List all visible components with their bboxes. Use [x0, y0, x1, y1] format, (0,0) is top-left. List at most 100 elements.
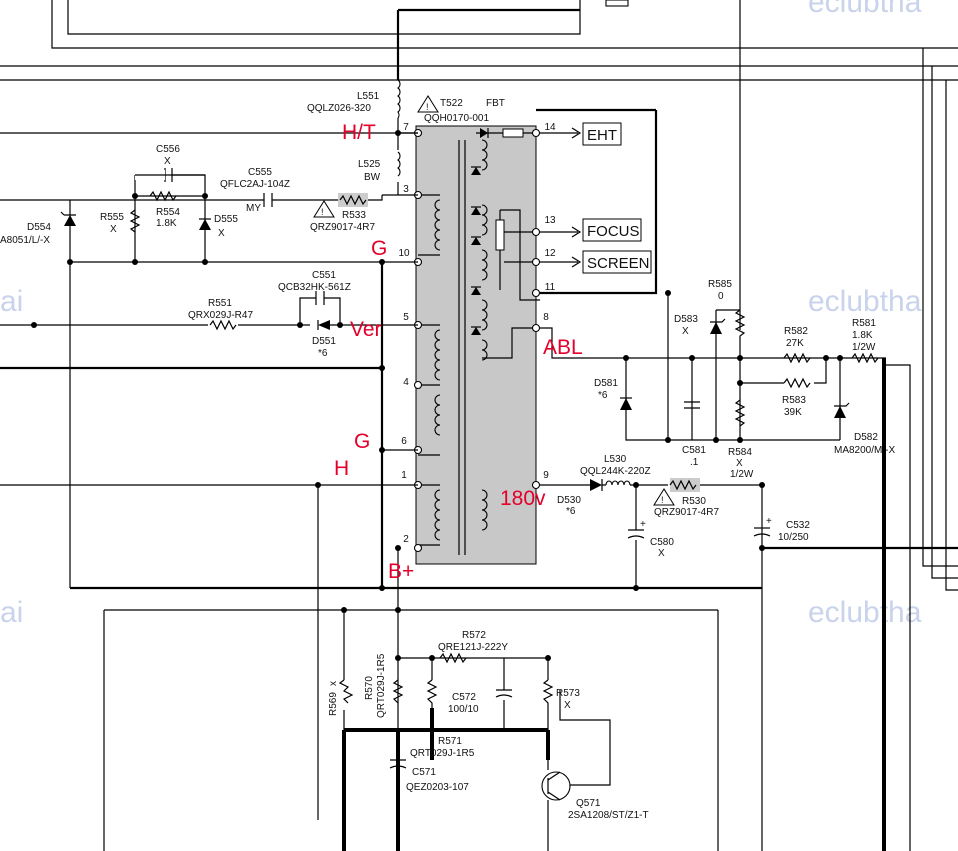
r554-ref: R554 — [156, 207, 180, 218]
r533-value: QRZ9017-4R7 — [310, 222, 375, 233]
top-wires — [0, 0, 958, 591]
svg-text:9: 9 — [543, 470, 549, 481]
c572-ref: C572 — [452, 692, 476, 703]
r584-ref: R584 — [728, 447, 752, 458]
d582-value: MA8200/M/-X — [834, 445, 895, 456]
c556-ref: C556 — [156, 144, 180, 155]
svg-text:8: 8 — [543, 312, 549, 323]
l525-ref: L525 — [358, 159, 381, 170]
r572-value: QRE121J-222Y — [438, 642, 508, 653]
svg-text:6: 6 — [401, 436, 407, 447]
svg-text:+: + — [640, 519, 646, 530]
r583-ref: R583 — [782, 395, 806, 406]
c571-ref: C571 — [412, 767, 436, 778]
watermark-right-2: eclubtha — [808, 596, 922, 629]
q571-ref: Q571 — [576, 798, 601, 809]
outputs: EHT FOCUS SCREEN — [540, 122, 652, 274]
annotations: H/T G Ver ABL G H 180v B+ — [334, 121, 583, 583]
watermark-right-1: eclubtha — [808, 285, 922, 318]
annotation-g-bottom: G — [354, 430, 370, 453]
t522-ref: T522 — [440, 98, 463, 109]
svg-text:1: 1 — [401, 470, 407, 481]
c532-value: 10/250 — [778, 532, 809, 543]
svg-text:5: 5 — [403, 312, 409, 323]
l525-value: BW — [364, 172, 381, 183]
transformer-pins: 7 3 10 5 4 6 1 2 14 13 12 11 8 9 — [398, 122, 556, 553]
r530-ref: R530 — [682, 496, 706, 507]
supply-180v: D530 *6 L530 QQL244K-220Z ! R530 QRZ9017… — [540, 454, 958, 851]
svg-text:12: 12 — [544, 248, 556, 259]
c532-ref: C532 — [786, 520, 810, 531]
l551-value: QQLZ026-320 — [307, 103, 371, 114]
svg-text:2: 2 — [403, 534, 409, 545]
r582-ref: R582 — [784, 326, 808, 337]
c572-value: 100/10 — [448, 704, 479, 715]
d530-value: *6 — [566, 506, 576, 517]
c555-note: MY — [246, 203, 261, 214]
r573-value: X — [564, 700, 571, 711]
svg-text:14: 14 — [544, 122, 556, 133]
svg-text:!: ! — [426, 102, 429, 112]
watermark-top: eclubtha — [808, 0, 922, 19]
r551-value: QRX029J-R47 — [188, 310, 253, 321]
q571-circuit: R572 QRE121J-222Y R569 x R570 QRT029J-1R… — [103, 548, 719, 851]
r530-value: QRZ9017-4R7 — [654, 507, 719, 518]
r570-value: QRT029J-1R5 — [376, 653, 387, 718]
annotation-abl: ABL — [543, 336, 583, 359]
l530-value: QQL244K-220Z — [580, 466, 651, 477]
t522-type: FBT — [486, 98, 505, 109]
c555-ref: C555 — [248, 167, 272, 178]
c581-value: .1 — [690, 457, 699, 468]
r569-ref: R569 — [328, 692, 339, 716]
transformer-label: ! T522 QQH0170-001 FBT — [417, 95, 505, 124]
r584-rating: 1/2W — [730, 469, 754, 480]
svg-text:+: + — [766, 516, 772, 527]
t522-part: QQH0170-001 — [424, 113, 489, 124]
r551-ref: R551 — [208, 298, 232, 309]
r555-ref: R555 — [100, 212, 124, 223]
annotation-ver: Ver — [350, 318, 382, 341]
transformer-body — [415, 125, 537, 565]
q571-value: 2SA1208/ST/Z1-T — [568, 810, 649, 821]
d530-ref: D530 — [557, 495, 581, 506]
c580-value: X — [658, 548, 665, 559]
annotation-ht: H/T — [342, 121, 376, 144]
d555-value: X — [218, 228, 225, 239]
d582-ref: D582 — [854, 432, 878, 443]
d583-value: X — [682, 326, 689, 337]
r582-value: 27K — [786, 338, 804, 349]
screen-output-label: SCREEN — [587, 255, 650, 272]
svg-text:10: 10 — [398, 248, 410, 259]
transformer-t522 — [415, 125, 540, 565]
svg-text:11: 11 — [545, 282, 556, 293]
annotation-bplus: B+ — [388, 560, 414, 583]
d551-value: *6 — [318, 348, 328, 359]
left-circuit: L551 QQLZ026-320 L525 BW C555 QFLC2AJ-10… — [0, 8, 762, 820]
abl-network: D581 *6 C581 .1 D583 X R585 0 R584 X 1/2… — [536, 108, 911, 851]
r570-ref: R570 — [364, 676, 375, 700]
d581-value: *6 — [598, 390, 608, 401]
d581-ref: D581 — [594, 378, 618, 389]
r571-value: QRT029J-1R5 — [410, 748, 475, 759]
d551-ref: D551 — [312, 336, 336, 347]
r585-value: 0 — [718, 291, 724, 302]
annotation-g-top: G — [371, 237, 387, 260]
eht-output-label: EHT — [587, 127, 617, 144]
d555-ref: D555 — [214, 214, 238, 225]
d583-ref: D583 — [674, 314, 698, 325]
d554-value: A8051/L/-X — [0, 235, 50, 246]
r581-value: 1.8K — [852, 330, 873, 341]
focus-output-label: FOCUS — [587, 223, 640, 240]
r554-value: 1.8K — [156, 218, 177, 229]
r571-ref: R571 — [438, 736, 462, 747]
r583-value: 39K — [784, 407, 802, 418]
watermark-left-1: ai — [0, 285, 23, 318]
svg-text:3: 3 — [403, 184, 409, 195]
c551-value: QCB32HK-561Z — [278, 282, 351, 293]
r581-rating: 1/2W — [852, 342, 876, 353]
l530-ref: L530 — [604, 454, 627, 465]
c556-value: X — [164, 156, 171, 167]
r533-ref: R533 — [342, 210, 366, 221]
c580-ref: C580 — [650, 537, 674, 548]
